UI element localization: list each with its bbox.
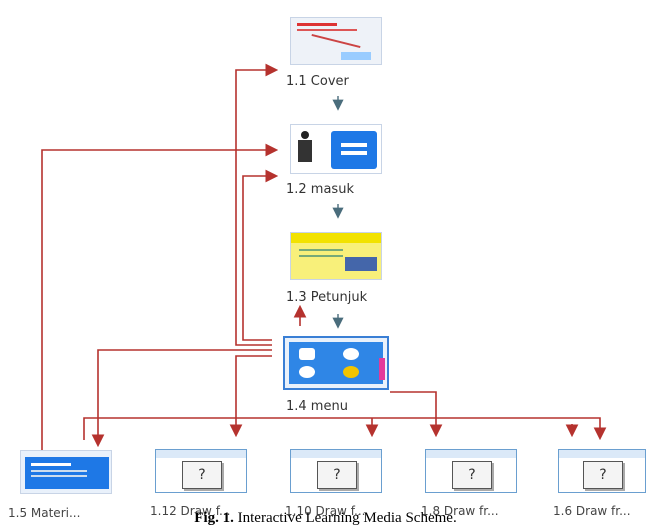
question-icon: ?	[583, 461, 623, 489]
caption-prefix: Fig. 1.	[194, 510, 234, 526]
petunjuk-thumbnail	[290, 232, 382, 280]
edge-menu-to-draw-c	[390, 391, 443, 438]
edge-materi-to-masuk	[41, 143, 279, 450]
node-label-cover: 1.1 Cover	[286, 74, 349, 89]
draw-a-thumbnail: ?	[155, 449, 247, 493]
figure-caption: Fig. 1. Interactive Learning Media Schem…	[0, 510, 651, 527]
edge-menu-to-cover	[235, 63, 279, 346]
question-icon: ?	[452, 461, 492, 489]
draw-d-thumbnail: ?	[558, 449, 646, 493]
node-label-masuk: 1.2 masuk	[286, 182, 354, 197]
edge-menu-to-draw-a	[229, 355, 272, 438]
node-label-menu: 1.4 menu	[286, 399, 348, 414]
node-label-draw-a: 1.12 Draw f...	[150, 504, 231, 518]
node-label-petunjuk: 1.3 Petunjuk	[286, 290, 368, 305]
question-icon: ?	[182, 461, 222, 489]
node-label-draw-c: 1.8 Draw fr...	[421, 504, 499, 518]
edge-menu-to-materi	[91, 349, 272, 448]
edge-menu-to-masuk	[242, 169, 279, 341]
masuk-thumbnail	[290, 124, 382, 174]
caption-text: Interactive Learning Media Scheme.	[233, 510, 457, 526]
node-label-draw-b: 1.10 Draw f...	[285, 504, 366, 518]
edge-bus	[83, 417, 607, 441]
draw-c-thumbnail: ?	[425, 449, 517, 493]
materi-thumbnail	[20, 450, 112, 494]
draw-b-thumbnail: ?	[290, 449, 382, 493]
node-label-draw-d: 1.6 Draw fr...	[553, 504, 631, 518]
node-label-materi: 1.5 Materi...	[8, 506, 81, 520]
question-icon: ?	[317, 461, 357, 489]
menu-thumbnail	[283, 336, 389, 390]
cover-thumbnail	[290, 17, 382, 65]
